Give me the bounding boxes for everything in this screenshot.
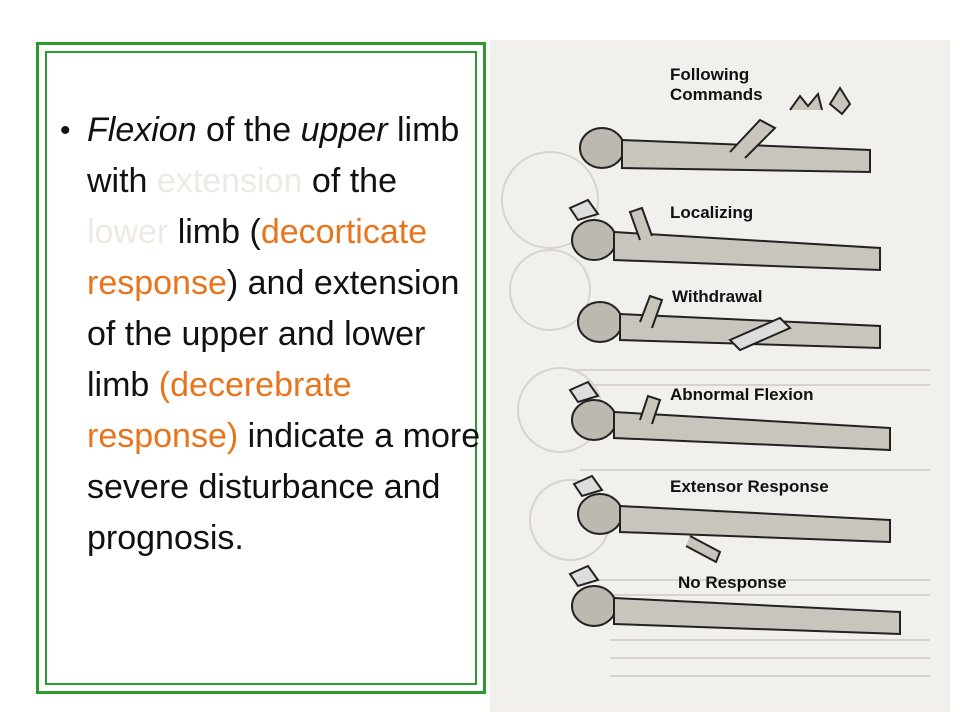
term-decerebrate: (decerebrate response)	[87, 366, 352, 455]
label-line-2: Commands	[670, 85, 763, 104]
text-segment: ) and extension of the upper and lower l…	[87, 264, 460, 404]
text-segment: limb (	[168, 213, 261, 251]
label-localizing: Localizing	[670, 203, 753, 222]
figure-extensor-response: Extensor Response	[572, 474, 891, 564]
label-abnormal-flexion: Abnormal Flexion	[670, 385, 814, 404]
figure-no-response: No Response	[568, 564, 901, 636]
label-no-response: No Response	[678, 573, 787, 592]
label-withdrawal: Withdrawal	[672, 287, 763, 306]
term-decorticate: decorticate response	[87, 213, 428, 302]
text-segment: of the	[196, 111, 301, 149]
label-extensor-response: Extensor Response	[670, 477, 829, 496]
bullet-dot: •	[60, 114, 71, 147]
background-page-marks	[501, 151, 930, 677]
figure-localizing: Localizing	[568, 198, 881, 272]
label-line-1: Following	[670, 65, 749, 84]
text-box-inner-border	[45, 51, 477, 685]
text-segment: indicate a more severe disturbance and p…	[87, 417, 481, 557]
figure-abnormal-flexion: Abnormal Flexion	[568, 380, 891, 452]
text-box-frame: • Flexion of the upper limb with extensio…	[36, 42, 486, 694]
text-segment: of the	[302, 162, 397, 200]
term-extension: extension	[156, 162, 303, 200]
term-lower: lower	[87, 213, 169, 251]
figure-withdrawal: Withdrawal	[577, 287, 881, 352]
term-flexion: Flexion	[87, 111, 197, 149]
text-segment: limb with	[87, 111, 460, 200]
bullet-paragraph: • Flexion of the upper limb with extensio…	[60, 105, 482, 564]
term-upper: upper	[300, 111, 388, 149]
